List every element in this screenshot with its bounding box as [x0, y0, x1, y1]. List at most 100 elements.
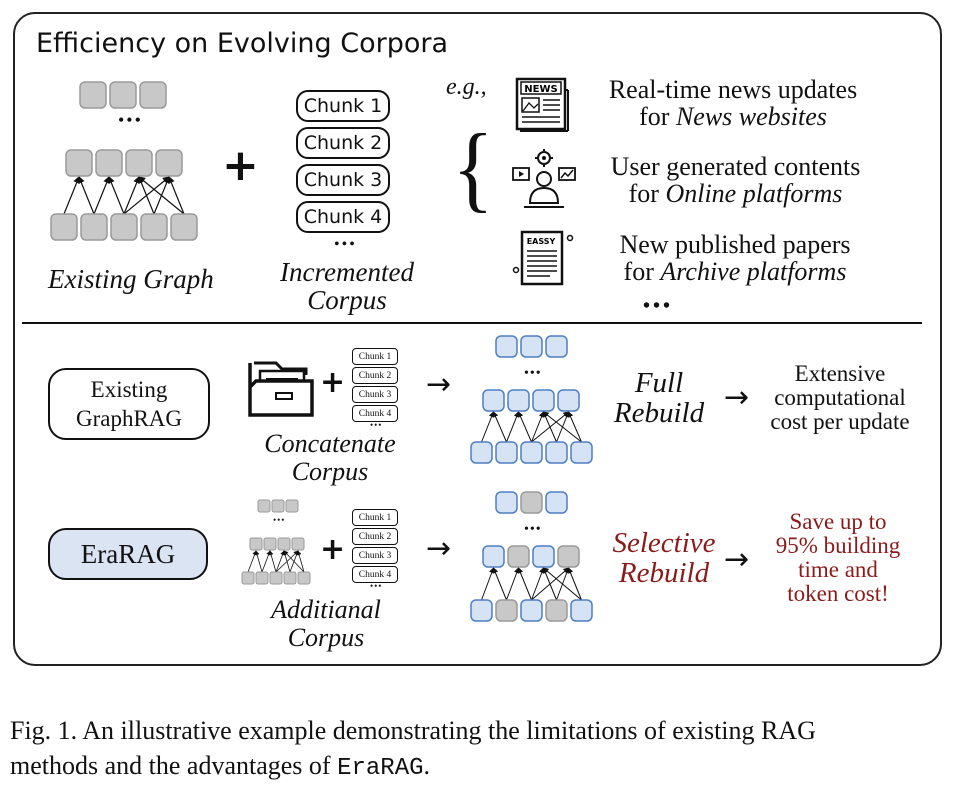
curly-brace: { [452, 114, 494, 221]
graph-edge [296, 550, 305, 573]
row2-chunk-3: Chunk 3 [352, 547, 398, 564]
graph-edge [567, 411, 582, 443]
small-existing-graph [241, 499, 311, 585]
example-user-line-2: for Online platforms [588, 180, 883, 207]
row2-arrow-2: → [724, 542, 750, 577]
small-graph-ellipsis: ••• [273, 515, 286, 525]
graph-edge [107, 175, 125, 215]
existing-graph-diagram [50, 81, 198, 241]
graph-leaf-node [520, 441, 543, 464]
existing-graphrag-box: Existing GraphRAG [48, 368, 210, 440]
graph-edge [542, 411, 582, 443]
graph-top-node [495, 491, 518, 514]
row2-arrow-1: → [426, 531, 452, 566]
chunk-2: Chunk 2 [296, 127, 390, 159]
graph-edge [567, 567, 582, 601]
graph-edge [517, 411, 532, 443]
selective-rebuild-graph [470, 491, 593, 622]
row2-outcome-line-3: time and [798, 557, 878, 582]
selective-rebuild-line-1: Selective [612, 527, 716, 559]
row2-chunks-ellipsis: ••• [370, 581, 383, 591]
row1-arrow-1: → [426, 367, 452, 402]
graph-leaf-node [110, 213, 138, 241]
chunk-3: Chunk 3 [296, 164, 390, 196]
example-news-line-2: for News websites [588, 103, 878, 130]
graph-leaf-node [520, 599, 543, 622]
graph-edge [275, 550, 299, 573]
graph-edge [63, 175, 81, 215]
row2-graph-ellipsis: ••• [524, 522, 542, 537]
concatenate-corpus-label: Concatenate Corpus [250, 430, 410, 486]
graph-mid-node [155, 149, 183, 177]
additianal-corpus-label: Additianal Corpus [246, 596, 406, 652]
graph-top-node [545, 335, 568, 358]
full-rebuild-graph [470, 335, 593, 464]
example-papers: New published papers for Archive platfor… [590, 231, 880, 285]
graph-top-node [285, 499, 299, 513]
example-news: Real-time news updates for News websites [588, 76, 878, 130]
graph-mid-node [95, 149, 123, 177]
savings-text: Save up to 95% building time and token c… [762, 510, 914, 606]
incremented-corpus-line-2: Corpus [307, 285, 387, 315]
existing-graph-label: Existing Graph [48, 264, 214, 294]
row1-outcome-line-1: Extensive [794, 361, 886, 386]
graph-edge [261, 550, 271, 573]
figure-heading: Efficiency on Evolving Corpora [36, 28, 449, 59]
graph-mid-node [557, 545, 580, 568]
full-rebuild-line-1: Full [634, 367, 684, 399]
concatenate-line-2: Corpus [291, 457, 369, 486]
graph-mid-node [291, 537, 305, 551]
graph-edge [492, 567, 507, 601]
graph-edge [531, 567, 545, 601]
figure-frame [13, 12, 942, 666]
graph-mid-node [249, 537, 263, 551]
graph-top-node [520, 335, 543, 358]
paper-document-icon: EASSY [512, 230, 574, 286]
graph-leaf-node [570, 441, 593, 464]
graph-leaf-node [495, 441, 518, 464]
graph-mid-node [263, 537, 277, 551]
additianal-line-1: Additianal [271, 595, 381, 624]
user-content-icon [512, 149, 576, 208]
graph-top-node [495, 335, 518, 358]
graph-edge [531, 411, 545, 443]
caption-line-2-text: methods and the advantages of [10, 751, 338, 780]
example-user-content: User generated contents for Online platf… [588, 153, 883, 207]
chunks-ellipsis: ••• [334, 236, 357, 253]
additianal-line-2: Corpus [287, 623, 365, 652]
row1-chunk-3: Chunk 3 [352, 386, 398, 403]
existing-graphrag-line-2: GraphRAG [75, 406, 183, 431]
graph-mid-node [125, 149, 153, 177]
graph-edge [506, 411, 520, 443]
graph-edge [283, 550, 305, 573]
eg-label: e.g., [446, 74, 487, 100]
example-news-emph: News websites [675, 102, 827, 131]
graph-edge [138, 176, 185, 215]
graph-edge [77, 175, 95, 215]
existing-graphrag-line-1: Existing [90, 377, 168, 402]
erarag-box: EraRAG [48, 528, 208, 580]
caption-system-name: EraRAG [337, 755, 424, 782]
folder-icon [248, 361, 314, 417]
caption-line-2: methods and the advantages of EraRAG. [10, 748, 816, 786]
graph-edge [275, 550, 285, 573]
row1-chunk-2: Chunk 2 [352, 367, 398, 384]
graph-leaf-node [170, 213, 198, 241]
graph-edge [167, 175, 185, 215]
graph-edge [481, 567, 495, 601]
row2-chunk-1: Chunk 1 [352, 509, 398, 526]
erarag-label: EraRAG [80, 538, 176, 569]
section-divider [22, 322, 922, 324]
newspaper-icon-text: NEWS [524, 84, 557, 95]
row2-chunk-2: Chunk 2 [352, 528, 398, 545]
full-rebuild-line-2: Rebuild [613, 397, 705, 429]
graph-edge [517, 567, 532, 601]
concatenate-line-1: Concatenate [264, 429, 396, 458]
example-user-prefix: for [628, 179, 666, 208]
graph-mid-node [507, 545, 530, 568]
graph-edge [254, 550, 263, 573]
graph-edge [492, 411, 507, 443]
row2-outcome-line-1: Save up to [789, 509, 887, 534]
graph-mid-node [532, 389, 555, 412]
row1-chunks-ellipsis: ••• [370, 420, 383, 430]
